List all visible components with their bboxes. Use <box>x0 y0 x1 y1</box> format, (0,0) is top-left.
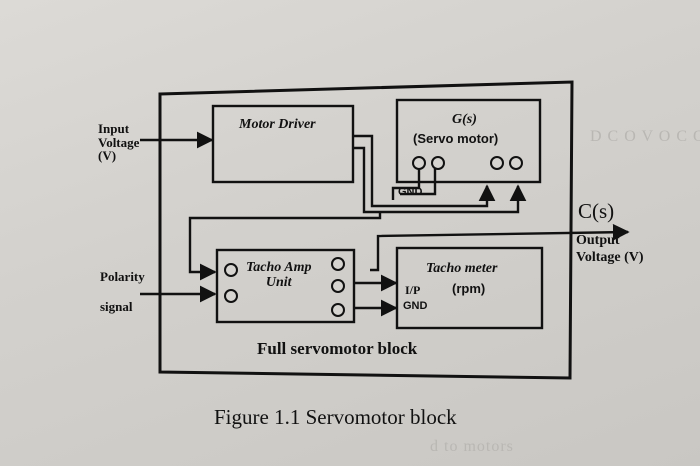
tacho-amp-terminal-out-2 <box>331 279 345 293</box>
outer-block <box>158 80 574 380</box>
output-label-line-2: Voltage (V) <box>576 249 644 265</box>
input-label-line-1: Input <box>98 121 130 136</box>
servo-title: G(s) <box>452 112 477 127</box>
driver-wire-1 <box>353 134 496 208</box>
output-arrow <box>370 223 630 272</box>
polarity-label: Polarity signal <box>100 270 145 313</box>
tacho-meter-title: Tacho meter <box>426 261 498 276</box>
motor-driver-label: Motor Driver <box>239 117 316 132</box>
input-label: Input Voltage (V) <box>98 122 139 163</box>
servo-terminal-1 <box>412 156 426 170</box>
servo-subtitle: (Servo motor) <box>413 131 499 146</box>
servo-motor-box <box>395 98 542 184</box>
bleed-through-text-right: D C O V O C O D <box>590 128 700 145</box>
block-caption: Full servomotor block <box>257 339 418 358</box>
ip-label: I/P <box>405 283 421 297</box>
servo-terminal-2 <box>431 156 445 170</box>
output-label: Output Voltage (V) <box>576 233 644 265</box>
driver-wire-2 <box>353 146 527 214</box>
bleed-through-text-bottom: d to motors <box>430 438 514 455</box>
tacho-amp-terminal-out-1 <box>331 257 345 271</box>
figure-caption: Figure 1.1 Servomotor block <box>214 405 457 429</box>
tacho-amp-terminal-in-1 <box>224 263 238 277</box>
tacho-amp-label-line-2: Unit <box>265 274 292 290</box>
servo-terminal-3 <box>490 156 504 170</box>
tacho-amp-label: Tacho Amp Unit <box>246 260 312 290</box>
tacho-amp-terminal-in-2 <box>224 289 238 303</box>
input-label-line-2: Voltage <box>98 134 140 150</box>
tacho-meter-unit: (rpm) <box>452 281 486 296</box>
input-label-line-3: (V) <box>98 148 117 164</box>
tacho-amp-box <box>215 248 356 324</box>
servo-gnd-wire-2 <box>400 168 437 196</box>
polarity-label-line-2: signal <box>100 298 133 314</box>
polarity-label-line-1: Polarity <box>100 269 145 284</box>
output-symbol: C(s) <box>578 199 615 223</box>
tacho-amp-label-line-1: Tacho Amp <box>246 260 312 275</box>
gnd-bottom-label: GND <box>403 300 428 312</box>
gnd-top-label: GND <box>398 186 423 198</box>
output-label-line-1: Output <box>576 233 620 248</box>
feedback-wire <box>188 212 382 281</box>
servo-gnd-wire-1 <box>391 168 421 200</box>
tacho-amp-terminal-out-3 <box>331 303 345 317</box>
servo-terminal-4 <box>509 156 523 170</box>
